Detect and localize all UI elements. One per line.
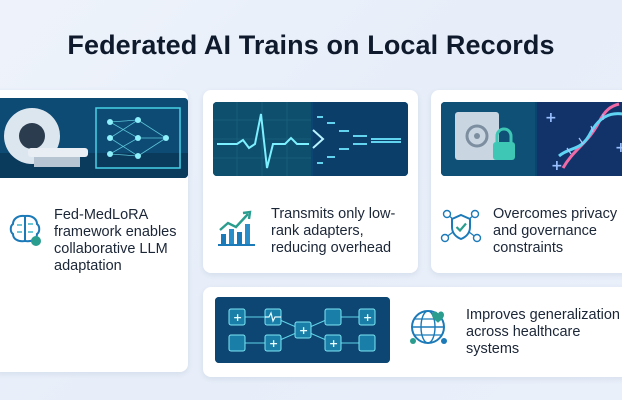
privacy-card: + + + Overcomes privacy and governance con… <box>431 90 622 273</box>
svg-text:+: + <box>269 337 278 350</box>
svg-text:+: + <box>545 110 557 126</box>
growth-chart-icon <box>215 208 257 248</box>
svg-text:+: + <box>233 311 242 324</box>
svg-text:+: + <box>615 140 622 156</box>
svg-text:+: + <box>299 324 308 337</box>
mri-scanner-neural-network-image <box>0 98 188 178</box>
privacy-text: Overcomes privacy and governance constra… <box>493 206 618 256</box>
transmit-text: Transmits only low-rank adapters, reduci… <box>271 206 396 256</box>
brain-icon <box>6 210 44 248</box>
fed-medlora-card: Fed-MedLoRA framework enables collaborat… <box>0 90 188 372</box>
healthcare-network-image: + + + + + <box>215 297 390 363</box>
ecg-signal-data-stream-image <box>213 102 408 176</box>
svg-text:+: + <box>363 311 372 324</box>
fed-medlora-text: Fed-MedLoRA framework enables collaborat… <box>54 207 177 274</box>
global-health-icon <box>406 305 450 349</box>
transmit-card: Transmits only low-rank adapters, reduci… <box>203 90 418 273</box>
privacy-shield-network-icon <box>439 206 483 248</box>
generalization-text: Improves generalization across healthcar… <box>466 307 620 357</box>
safe-lock-dna-image: + + + <box>441 102 622 176</box>
svg-text:+: + <box>329 337 338 350</box>
generalization-card: + + + + + Improves generalization across hea… <box>203 287 622 377</box>
svg-text:+: + <box>551 158 563 174</box>
page-title: Federated AI Trains on Local Records <box>67 30 555 60</box>
